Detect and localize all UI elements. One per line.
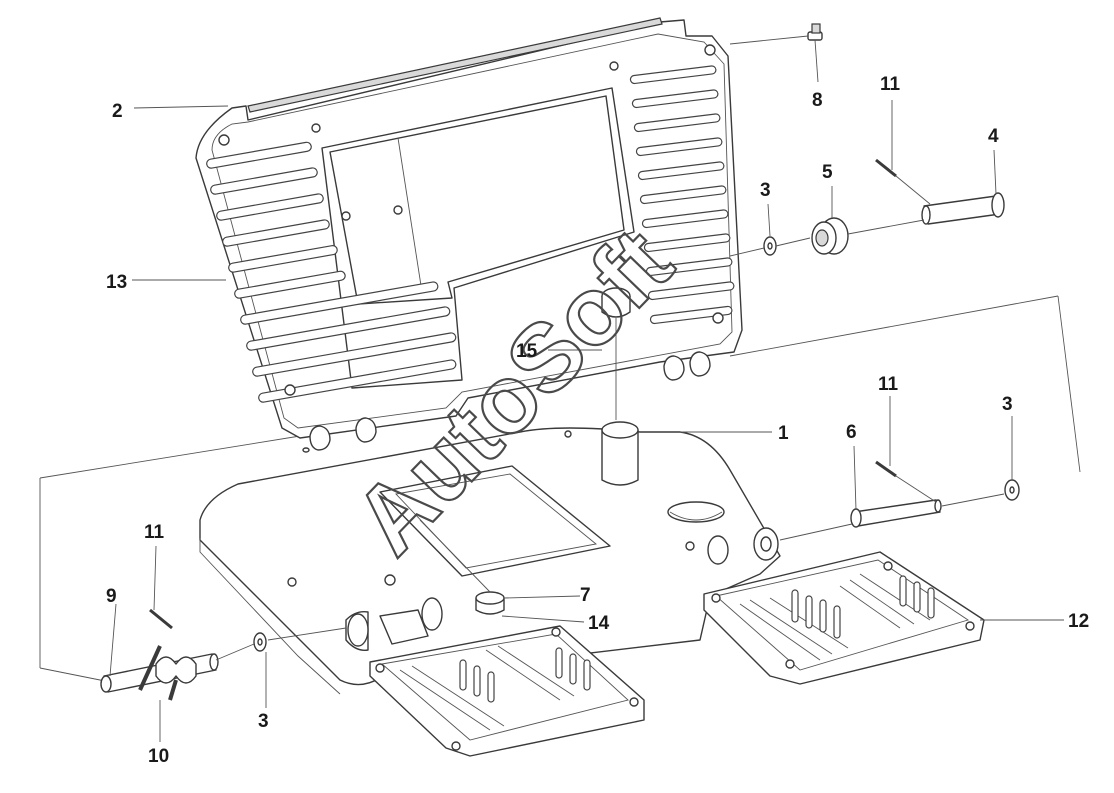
pin-4 — [921, 192, 1005, 225]
callout-10: 10 — [148, 746, 169, 767]
cover-left-louvers — [206, 141, 457, 403]
cover-right-louvers — [629, 65, 735, 325]
base-frame — [199, 427, 781, 695]
callout-1: 1 — [778, 423, 789, 444]
split-pin-11-top — [875, 158, 897, 178]
callout-15: 15 — [516, 341, 538, 362]
cover-plate — [195, 17, 743, 451]
leader-lines — [109, 35, 1064, 742]
callout-11-top: 11 — [880, 74, 901, 95]
right-pedal — [703, 551, 985, 685]
stop-7 — [475, 591, 505, 615]
pin-6 — [850, 499, 942, 528]
callout-8: 8 — [812, 90, 823, 111]
callout-9: 9 — [106, 586, 117, 607]
callout-4: 4 — [988, 126, 999, 147]
callout-11-mid: 11 — [878, 374, 899, 395]
callout-3-top: 3 — [760, 180, 771, 201]
left-pedal — [369, 625, 645, 757]
callout-6: 6 — [846, 422, 857, 443]
callout-2: 2 — [112, 101, 123, 122]
left-pedal-slots — [459, 647, 591, 703]
washer-3-right — [1004, 479, 1020, 501]
callout-7: 7 — [580, 585, 591, 606]
split-pin-11-left — [149, 608, 173, 630]
washer-3-left — [253, 632, 267, 652]
roller-5 — [811, 217, 849, 255]
washer-3-top — [763, 236, 777, 256]
right-pedal-slots — [791, 575, 935, 639]
callout-3-left: 3 — [258, 711, 269, 732]
callout-13: 13 — [106, 272, 127, 293]
assembly-plane-outline — [39, 295, 1081, 683]
callout-12: 12 — [1068, 611, 1089, 632]
bushing-15 — [601, 287, 639, 486]
callout-5: 5 — [822, 162, 833, 183]
callout-14: 14 — [588, 613, 610, 634]
split-pin-11-mid — [875, 460, 897, 478]
spring-10 — [138, 645, 197, 701]
callout-labels: 2 13 8 11 4 5 3 15 1 6 11 3 12 7 14 9 11… — [106, 74, 1089, 767]
bolt-8 — [807, 23, 823, 41]
callout-3-right: 3 — [1002, 394, 1013, 415]
callout-11-left: 11 — [144, 522, 165, 543]
